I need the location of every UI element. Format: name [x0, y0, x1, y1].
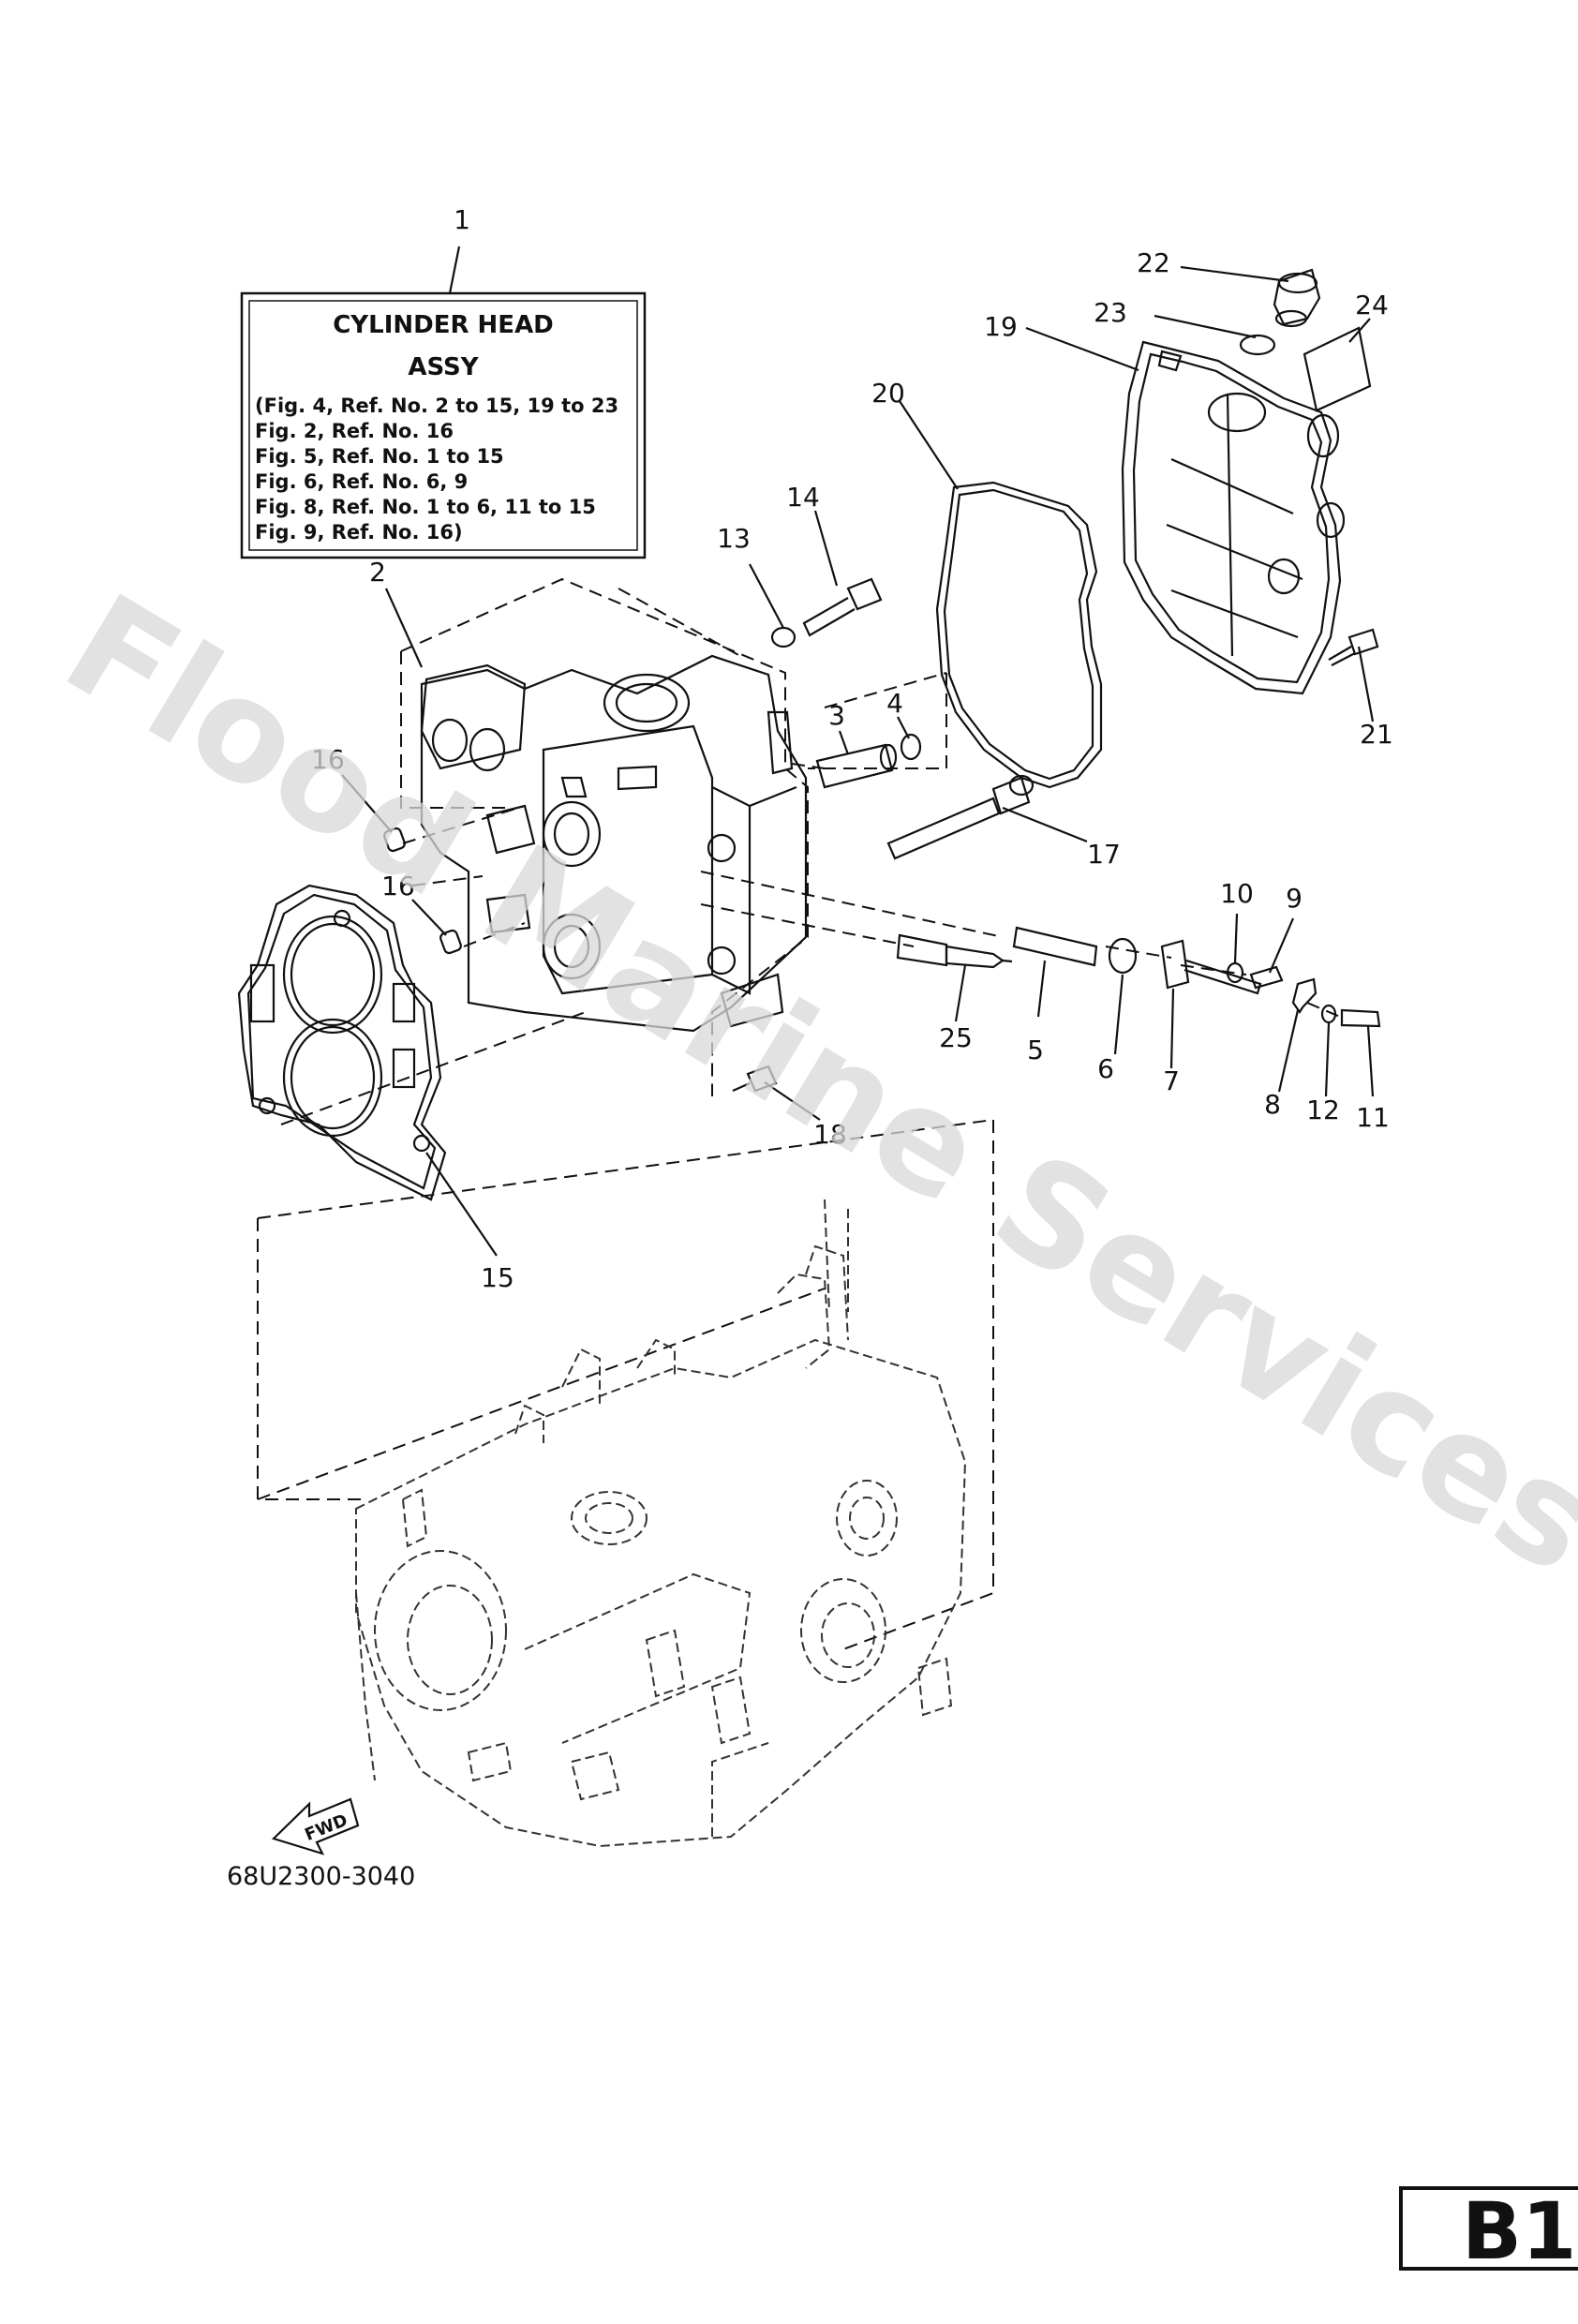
- bolt-11: [1340, 1008, 1381, 1028]
- callout-21: 21: [1360, 719, 1393, 750]
- shaft: [1012, 926, 1098, 967]
- cap: [1108, 937, 1138, 975]
- callout-2: 2: [369, 557, 386, 588]
- callout-1: 1: [454, 204, 470, 235]
- callout-4: 4: [886, 688, 903, 719]
- callout-5: 5: [1027, 1035, 1044, 1065]
- callout-24: 24: [1355, 290, 1389, 320]
- callout-11: 11: [1356, 1102, 1390, 1133]
- cover-gasket: [935, 481, 1103, 789]
- callout-8: 8: [1264, 1089, 1281, 1120]
- assy-ref-line: (Fig. 4, Ref. No. 2 to 15, 19 to 23: [255, 395, 618, 417]
- filler-cap: [1273, 268, 1321, 328]
- callout-12: 12: [1306, 1095, 1340, 1125]
- callout-7: 7: [1163, 1065, 1180, 1096]
- callout-22: 22: [1137, 247, 1170, 278]
- gear-assy: [1160, 939, 1262, 995]
- crankcase-outline: [257, 1118, 994, 1650]
- callout-17: 17: [1087, 839, 1121, 870]
- bolt-18: [732, 1065, 778, 1093]
- callout-3: 3: [828, 700, 845, 731]
- callout-numbers: 1 2 3 4 5 6 7 8 9 10 11 12 13 14 15 16 1…: [311, 204, 1393, 1293]
- dowel-pin: [439, 929, 462, 955]
- page-badge: B1: [1399, 2185, 1578, 2277]
- cylinder-head-cover: [1121, 340, 1346, 695]
- assy-ref-line: Fig. 2, Ref. No. 16: [255, 420, 454, 442]
- spark-plug: [896, 933, 1013, 969]
- callout-15: 15: [481, 1262, 514, 1293]
- o-ring: [1239, 334, 1276, 356]
- callout-16: 16: [311, 744, 345, 775]
- cylinder-head: [420, 654, 808, 1033]
- crankcase: [355, 1199, 967, 1848]
- callout-10: 10: [1220, 878, 1254, 909]
- circlip: [900, 733, 922, 761]
- sleeve: [815, 743, 898, 789]
- callout-6: 6: [1097, 1053, 1114, 1084]
- thermostat-bolt: [802, 577, 883, 637]
- callout-23: 23: [1094, 297, 1127, 328]
- callout-9: 9: [1286, 883, 1303, 914]
- caution-label: [1303, 326, 1372, 412]
- cylinder-head-assy-outline: [400, 577, 947, 1096]
- assy-title-line2: ASSY: [408, 353, 479, 381]
- cover-bolt: [1328, 628, 1379, 666]
- callout-13: 13: [717, 523, 751, 554]
- callout-20: 20: [871, 378, 905, 409]
- head-gasket: [237, 884, 447, 1201]
- callout-14: 14: [786, 482, 820, 513]
- assy-title-line1: CYLINDER HEAD: [333, 311, 554, 339]
- long-bolt: [886, 774, 1035, 860]
- bracket: [1291, 977, 1317, 1015]
- bolt-9: [1249, 965, 1284, 990]
- callout-18: 18: [813, 1119, 847, 1150]
- washer: [770, 626, 796, 648]
- assy-ref-line: Fig. 9, Ref. No. 16): [255, 521, 463, 544]
- part-code: 68U2300-3040: [227, 1862, 415, 1891]
- page-badge-label: B1: [1462, 2185, 1576, 2277]
- assy-ref-line: Fig. 8, Ref. No. 1 to 6, 11 to 15: [255, 496, 596, 518]
- fwd-arrow-icon: FWD: [271, 1797, 360, 1855]
- callout-16: 16: [381, 871, 415, 901]
- assy-ref-line: Fig. 6, Ref. No. 6, 9: [255, 470, 468, 493]
- assy-ref-line: Fig. 5, Ref. No. 1 to 15: [255, 445, 504, 468]
- callout-25: 25: [939, 1022, 973, 1053]
- assy-reference-box: CYLINDER HEAD ASSY (Fig. 4, Ref. No. 2 t…: [240, 291, 647, 559]
- callout-19: 19: [984, 311, 1018, 342]
- dowel-pin: [383, 827, 406, 853]
- leader-lines: [280, 246, 1375, 1257]
